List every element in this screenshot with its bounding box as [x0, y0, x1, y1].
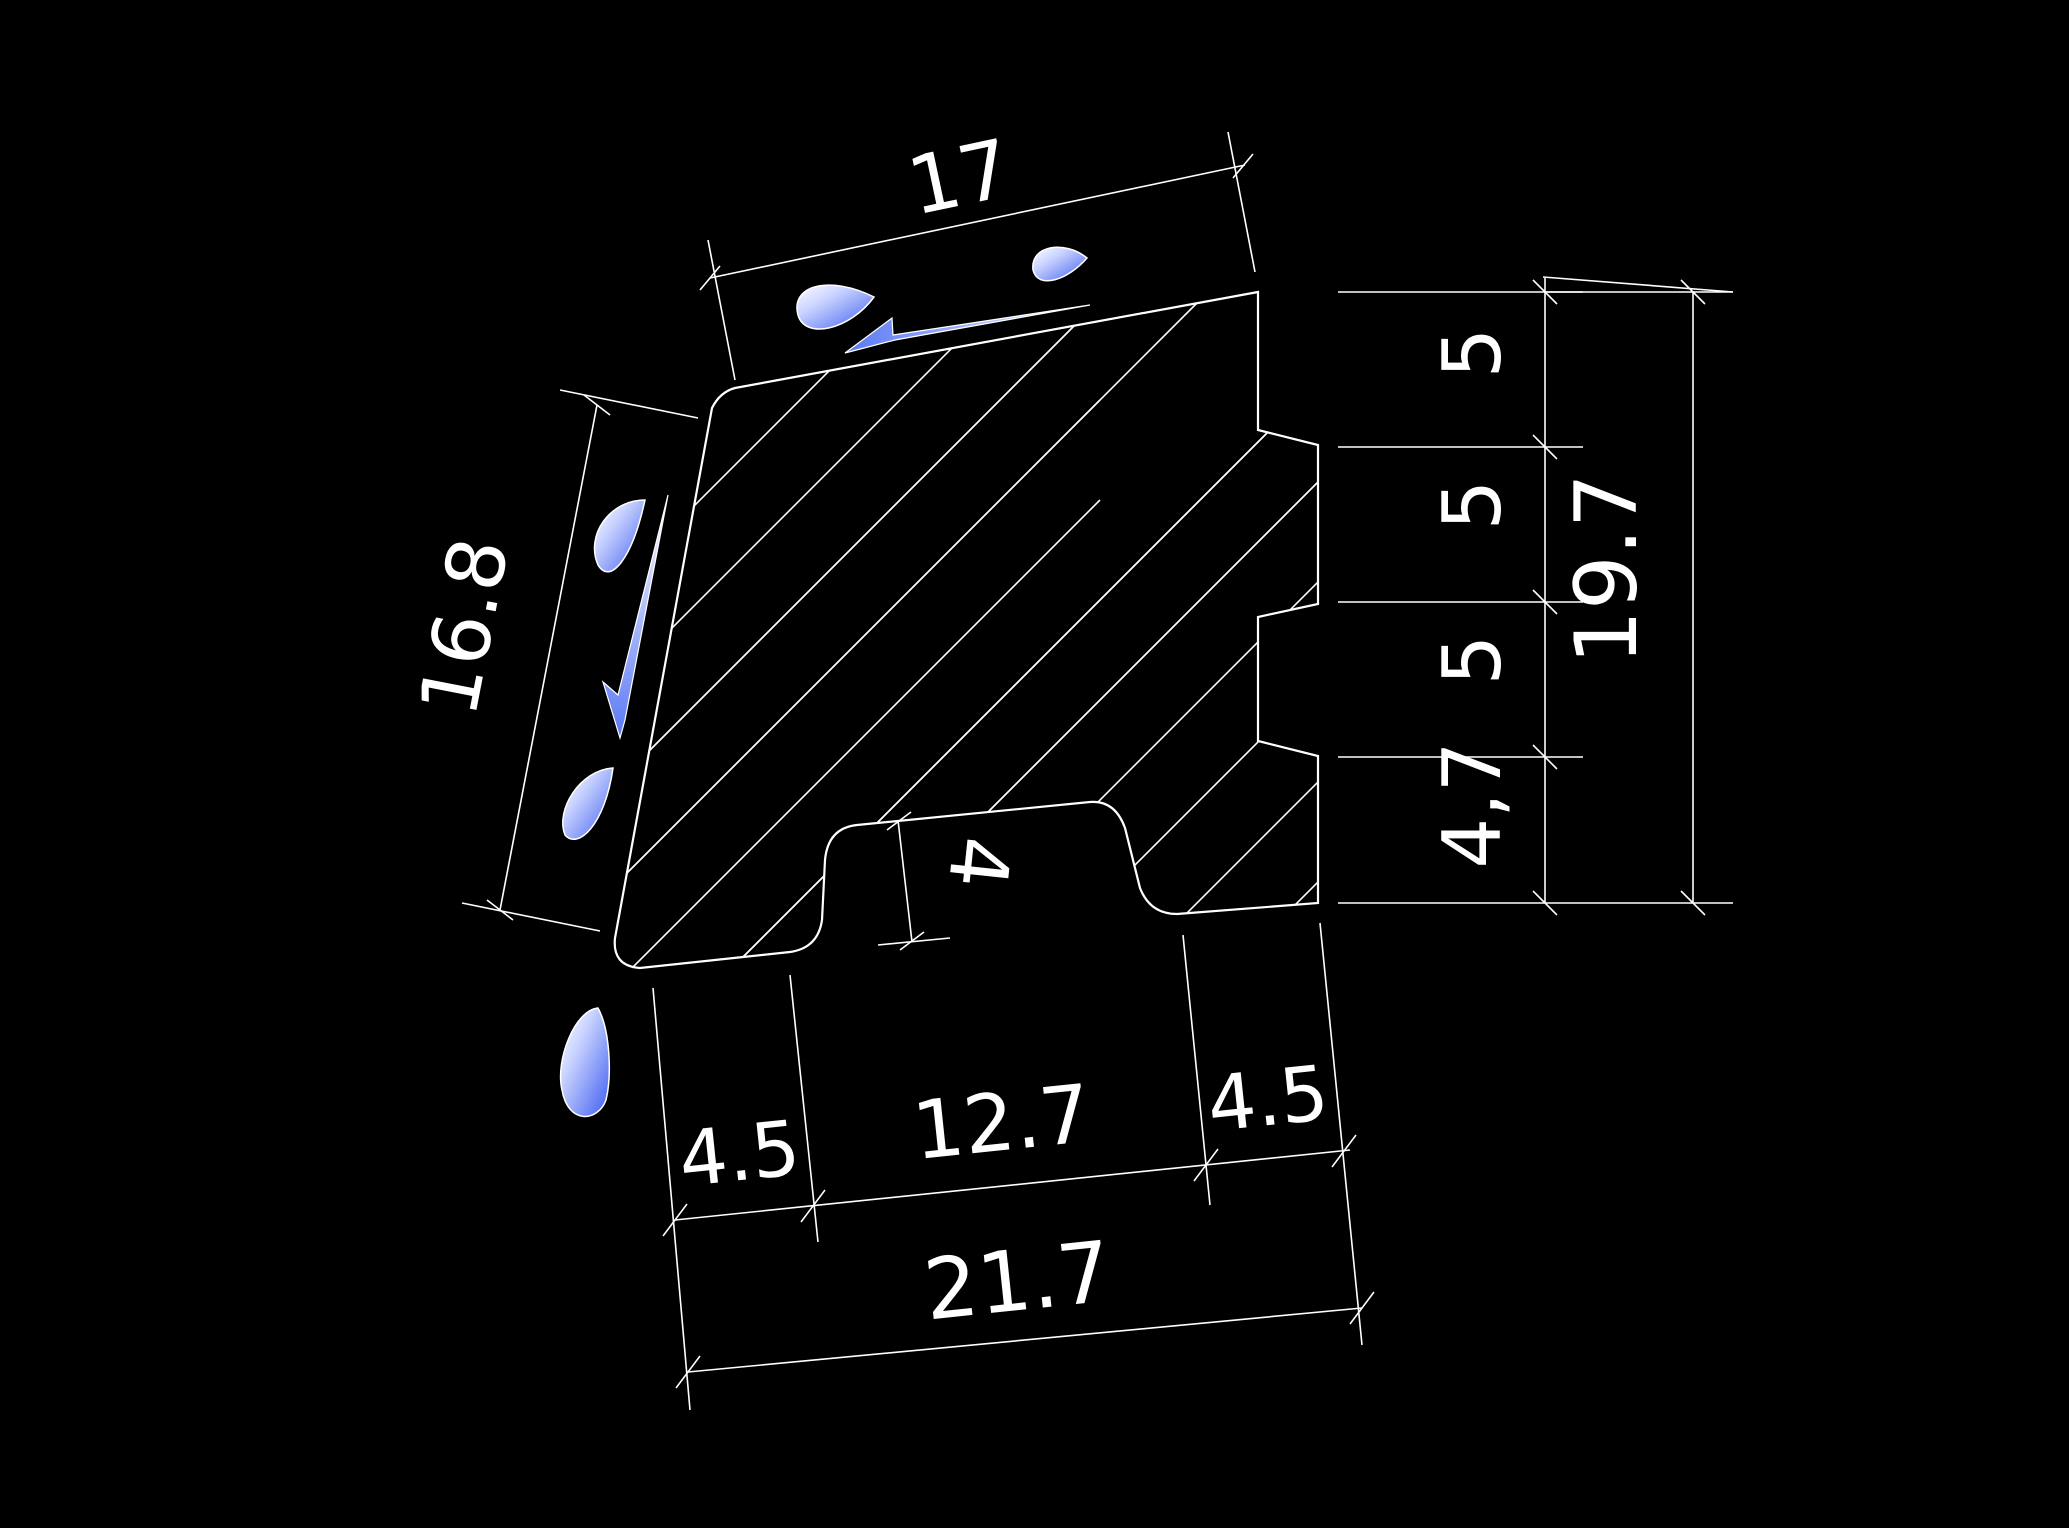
dim-bottom-right-lip: 4.5: [1203, 1048, 1333, 1149]
flow-arrow-icon: [601, 494, 669, 741]
profile-outline: [613, 290, 1320, 970]
dim-left-height: 16.8: [402, 531, 527, 724]
dim-right-segment-2: 5: [1426, 480, 1519, 531]
dim-right-total: 19.7: [1557, 473, 1657, 664]
dim-bottom-left-lip: 4.5: [675, 1103, 805, 1204]
dim-right-segment-3: 5: [1426, 635, 1519, 686]
profile-section: [613, 290, 1320, 970]
dim-right-segment-4: 4,7: [1426, 741, 1519, 868]
dimension-lines: [461, 131, 1734, 1411]
water-drop-icon: [559, 1007, 610, 1118]
water-drop-icon: [1032, 246, 1089, 282]
water-drop-icon: [562, 767, 614, 841]
dim-groove-depth: 4: [930, 832, 1028, 892]
water-drop-icon: [593, 499, 646, 573]
water-flow-illustration: [559, 246, 1091, 1118]
dim-bottom-groove: 12.7: [908, 1067, 1095, 1178]
flow-arrow-icon: [844, 304, 1091, 354]
dim-bottom-total: 21.7: [919, 1223, 1115, 1340]
dim-top-width: 17: [900, 121, 1019, 233]
dimension-labels: 17 16.8 4.5 12.7 4.5 21.7 4 5 5 5 4,7 19…: [402, 121, 1657, 1339]
dim-right-segment-1: 5: [1426, 328, 1519, 379]
section-hatching: [614, 292, 1318, 968]
water-drop-icon: [796, 284, 876, 330]
